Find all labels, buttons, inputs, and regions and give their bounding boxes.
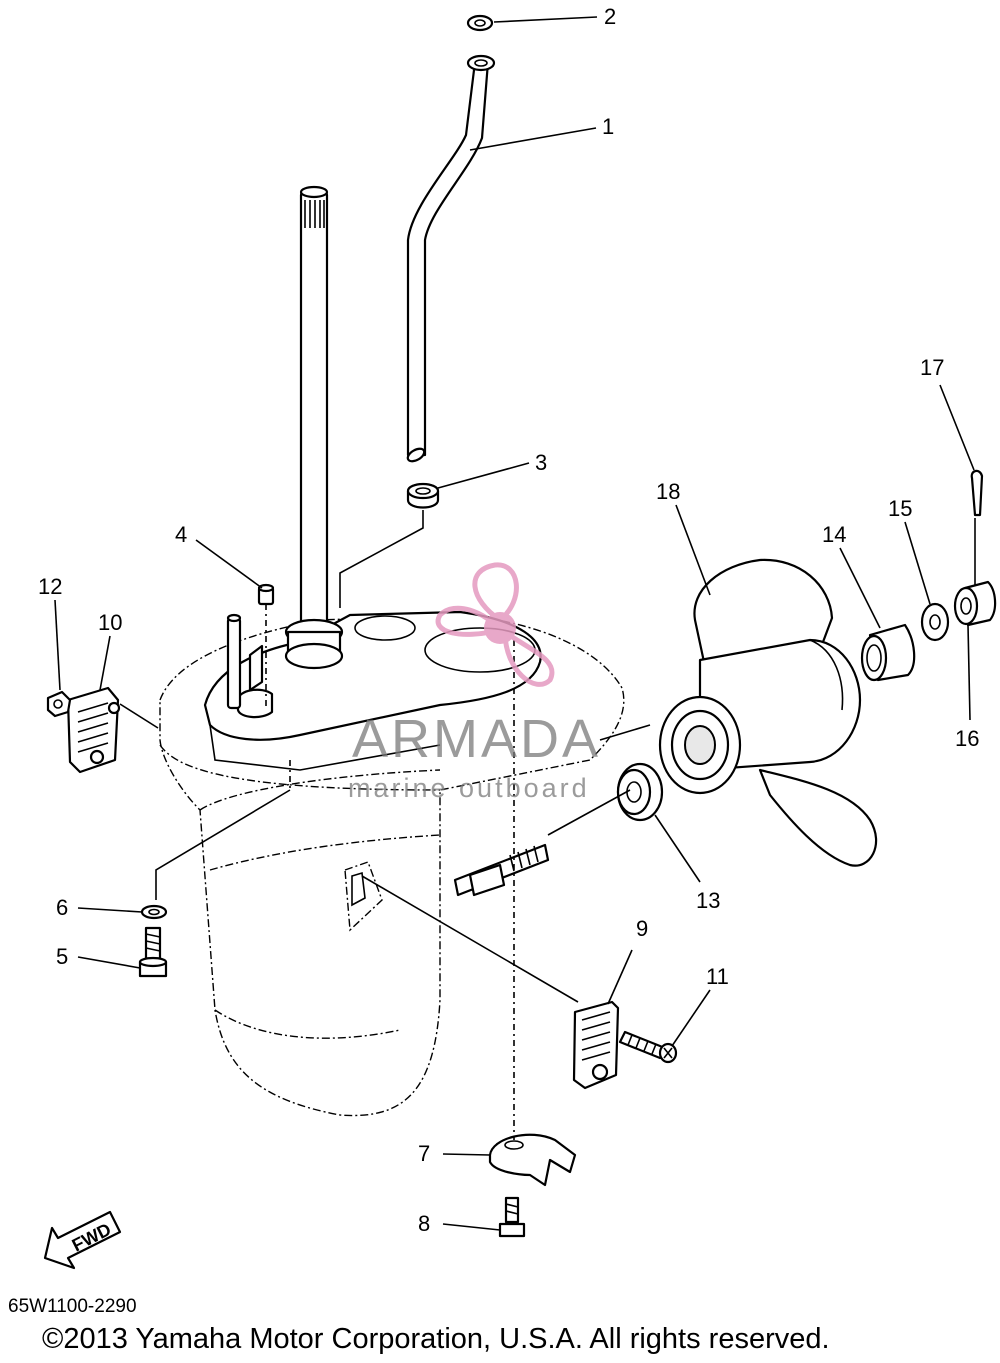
callout-13: 13 [696, 888, 720, 913]
callout-14: 14 [822, 522, 846, 547]
cotter-pin [970, 469, 984, 517]
drive-shaft [284, 185, 344, 670]
copyright-notice: ©2013 Yamaha Motor Corporation, U.S.A. A… [42, 1323, 830, 1355]
housing-top-deck [203, 610, 542, 771]
diagram-code: 65W1100-2290 [8, 1296, 137, 1317]
water-pipe-grommet [406, 482, 440, 509]
watermark-tagline: marine outboard [348, 773, 590, 803]
callout-8: 8 [418, 1211, 430, 1236]
water-pipe-washer [466, 14, 494, 32]
callout-17: 17 [920, 355, 944, 380]
callout-9: 9 [636, 916, 648, 941]
propeller-nut [953, 580, 997, 627]
lower-unit-housing [159, 614, 625, 1117]
callout-numbers: 1 2 3 4 5 6 7 8 9 10 11 12 13 14 15 16 1… [38, 4, 979, 1236]
thrust-washer [616, 762, 664, 822]
anode-nut [46, 690, 72, 718]
callout-11: 11 [706, 964, 729, 989]
anode-recess [344, 861, 383, 932]
propeller [658, 558, 878, 867]
callout-4: 4 [175, 522, 187, 547]
watermark-propeller-logo [435, 562, 555, 687]
trim-tab [488, 1133, 577, 1187]
propeller-shaft [453, 843, 550, 897]
callout-10: 10 [98, 610, 122, 635]
callout-2: 2 [604, 4, 616, 29]
anode-screw [618, 1030, 678, 1064]
propeller-spacer [860, 623, 916, 682]
anode-upper [66, 686, 121, 774]
callout-3: 3 [535, 450, 547, 475]
callout-1: 1 [602, 114, 614, 139]
leader-lines [54, 16, 976, 1231]
callout-6: 6 [56, 895, 68, 920]
shift-rod [226, 613, 242, 710]
callout-7: 7 [418, 1141, 430, 1166]
bolt-washer [140, 904, 168, 920]
watermark-brand: ARMADA [352, 709, 601, 769]
callout-5: 5 [56, 944, 68, 969]
dowel-pin [257, 583, 275, 606]
callout-16: 16 [955, 726, 979, 751]
water-pipe [406, 54, 496, 463]
fwd-arrow-icon: FWD [43, 1210, 122, 1270]
propeller-washer [920, 602, 950, 642]
trim-tab-bolt [498, 1196, 526, 1238]
housing-bolt [138, 926, 168, 978]
armada-watermark: ARMADA marine outboard [348, 562, 601, 803]
callout-18: 18 [656, 479, 680, 504]
callout-12: 12 [38, 574, 62, 599]
callout-15: 15 [888, 496, 912, 521]
anode-lower [572, 1000, 620, 1090]
